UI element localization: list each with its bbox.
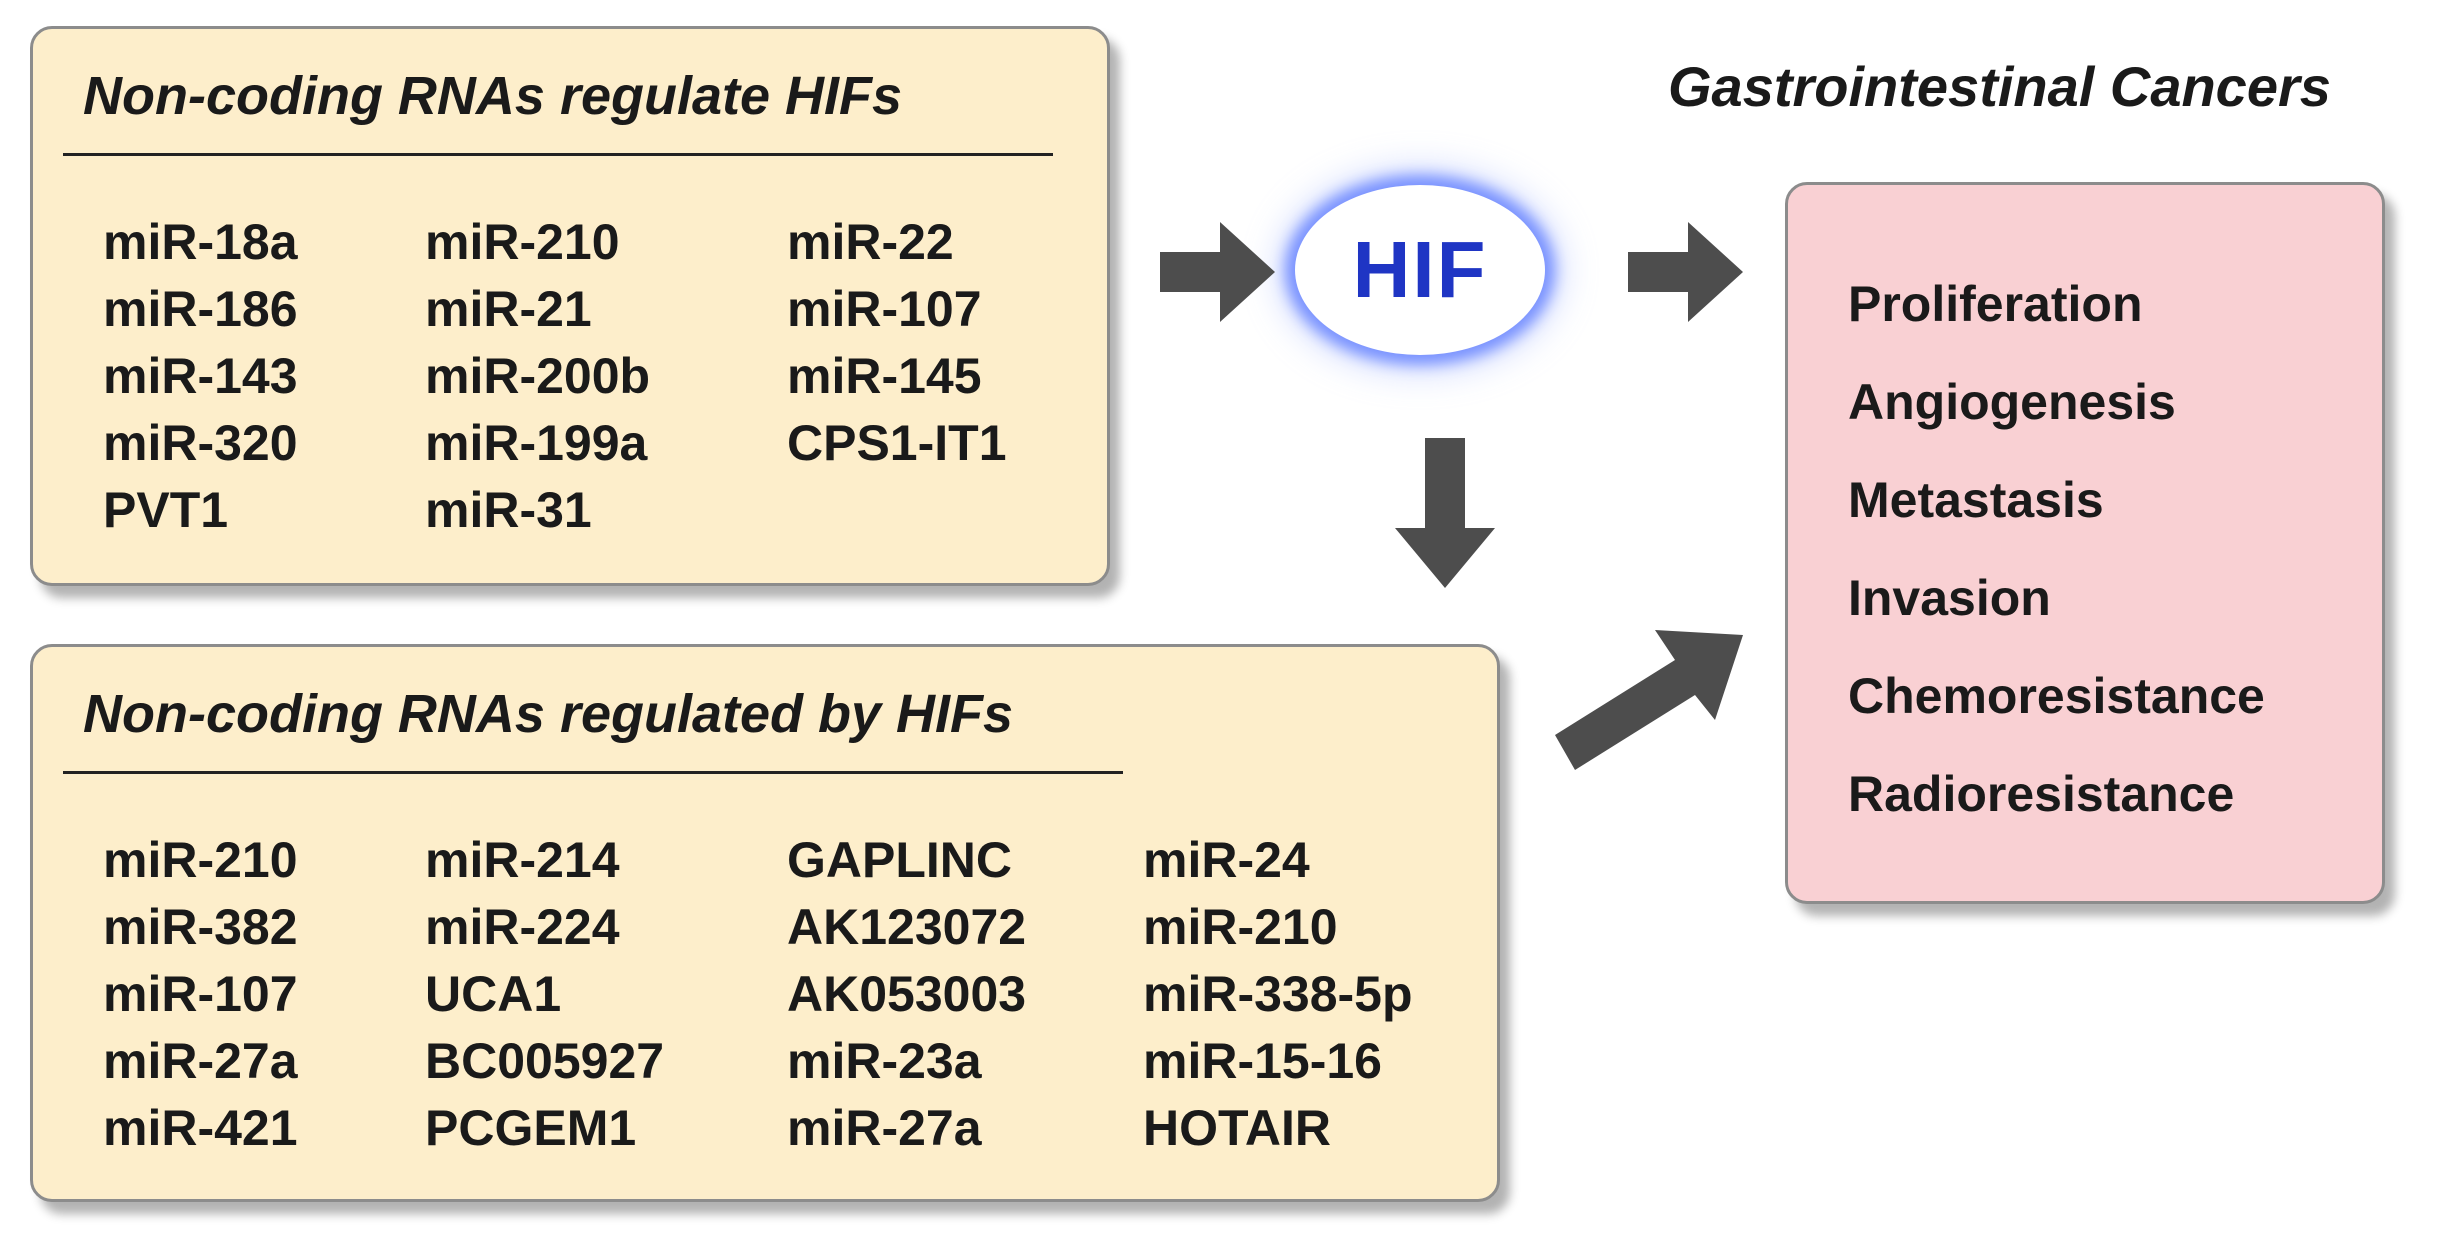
outcome-item: Metastasis [1848, 472, 2104, 528]
rna-item: miR-210 [425, 214, 620, 270]
rna-item: HOTAIR [1143, 1100, 1331, 1156]
regulated-list: miR-210 miR-382 miR-107 miR-27a miR-421 … [103, 827, 1463, 1162]
rna-item: miR-31 [425, 482, 592, 538]
rna-item: miR-24 [1143, 832, 1310, 888]
arrow-diagonal-icon [1555, 630, 1743, 770]
rna-item: miR-27a [787, 1100, 982, 1156]
rna-item: miR-224 [425, 899, 620, 955]
rna-item: BC005927 [425, 1033, 665, 1089]
regulators-list: miR-18a miR-186 miR-143 miR-320 PVT1 miR… [103, 209, 1087, 544]
rna-item: miR-15-16 [1143, 1033, 1382, 1089]
rna-item: CPS1-IT1 [787, 415, 1007, 471]
regulators-title: Non-coding RNAs regulate HIFs [83, 66, 903, 126]
rna-item: miR-23a [787, 1033, 982, 1089]
arrow-right-icon [1628, 222, 1743, 322]
rna-item: UCA1 [425, 966, 562, 1022]
rna-item: miR-22 [787, 214, 954, 270]
rna-item: miR-107 [103, 966, 298, 1022]
outcome-item: Angiogenesis [1848, 374, 2176, 430]
rna-item: AK053003 [787, 966, 1027, 1022]
outcome-item: Invasion [1848, 570, 2051, 626]
outcomes-list: Proliferation Angiogenesis Metastasis In… [1848, 255, 2265, 843]
rna-item: AK123072 [787, 899, 1027, 955]
rna-item: miR-214 [425, 832, 620, 888]
arrow-right-icon [1160, 222, 1275, 322]
rna-item: miR-199a [425, 415, 648, 471]
rna-item: miR-186 [103, 281, 298, 337]
arrow-down-icon [1395, 438, 1495, 588]
rna-item: miR-18a [103, 214, 298, 270]
rna-item: miR-382 [103, 899, 298, 955]
rna-item: miR-421 [103, 1100, 298, 1156]
rna-item: GAPLINC [787, 832, 1012, 888]
hif-label: HIF [1352, 225, 1488, 314]
rna-item: miR-145 [787, 348, 982, 404]
outcome-item: Radioresistance [1848, 766, 2235, 822]
rna-item: miR-107 [787, 281, 982, 337]
rna-item: miR-320 [103, 415, 298, 471]
rna-item: miR-338-5p [1143, 966, 1413, 1022]
rna-item: miR-143 [103, 348, 298, 404]
outcome-item: Proliferation [1848, 276, 2143, 332]
rna-item: miR-27a [103, 1033, 298, 1089]
regulated-title: Non-coding RNAs regulated by HIFs [83, 684, 1014, 744]
regulated-box: Non-coding RNAs regulated by HIFs miR-21… [30, 644, 1500, 1202]
rna-item: PCGEM1 [425, 1100, 637, 1156]
rna-item: miR-210 [103, 832, 298, 888]
outcomes-box: Proliferation Angiogenesis Metastasis In… [1785, 182, 2385, 904]
rna-item: miR-200b [425, 348, 651, 404]
regulated-title-rule [63, 771, 1123, 774]
rna-item: miR-210 [1143, 899, 1338, 955]
cancer-panel-title: Gastrointestinal Cancers [1668, 55, 2331, 118]
regulators-box: Non-coding RNAs regulate HIFs miR-18a mi… [30, 26, 1110, 586]
outcome-item: Chemoresistance [1848, 668, 2265, 724]
regulators-title-rule [63, 153, 1053, 156]
rna-item: PVT1 [103, 482, 229, 538]
hif-node: HIF [1295, 185, 1545, 355]
rna-item: miR-21 [425, 281, 592, 337]
